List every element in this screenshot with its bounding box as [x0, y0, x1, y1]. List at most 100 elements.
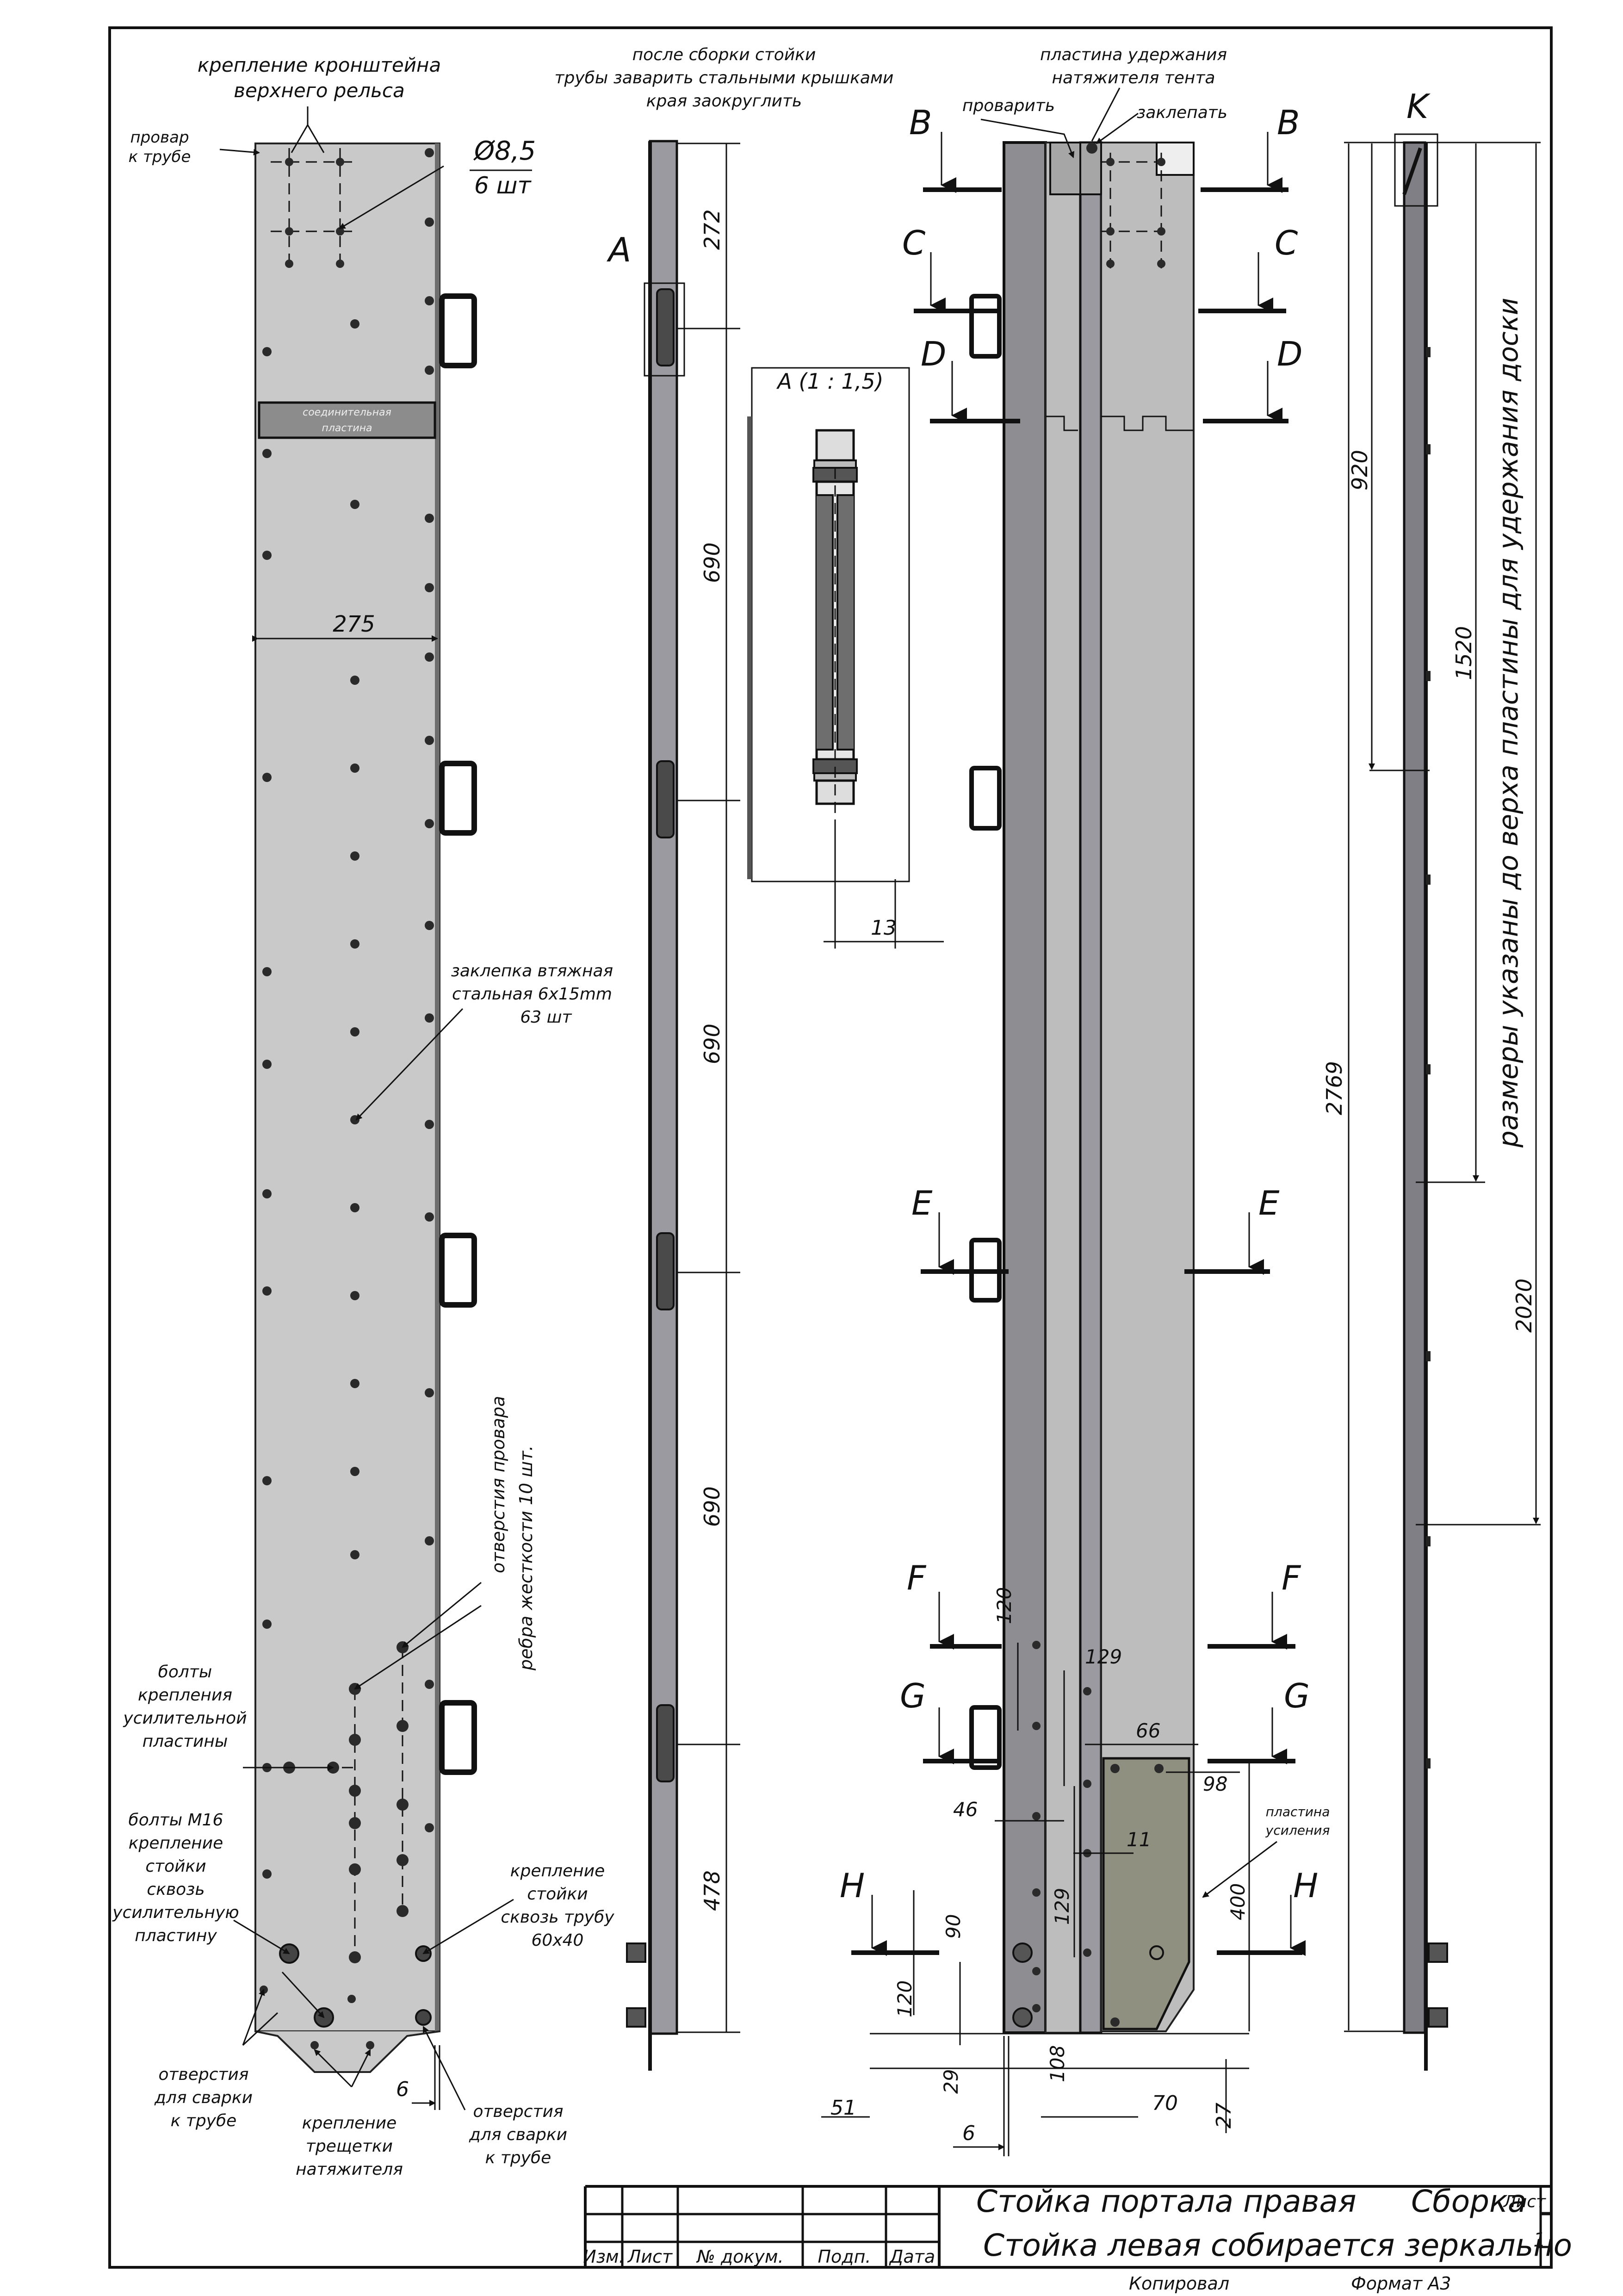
tent-plate-label: пластина удержания [1040, 45, 1227, 64]
svg-text:пластины: пластины [142, 1732, 228, 1751]
weld-to-tube-label: провар [130, 128, 189, 147]
tent-plate-label-2: натяжителя тента [1052, 68, 1215, 87]
ratchet-label: крепление трещетки натяжителя [296, 2114, 403, 2179]
svg-text:29: 29 [940, 2069, 962, 2094]
dim-690-c: 690 [700, 1486, 725, 1527]
svg-text:6: 6 [962, 2122, 975, 2145]
dim-2769: 2769 [1322, 1061, 1347, 1115]
dim-2020: 2020 [1511, 1278, 1536, 1333]
bolts-m16-label: болты М16 крепление стойки сквозь усилит… [112, 1811, 239, 1945]
rivet-label-3: 63 шт [520, 1008, 572, 1027]
rivet-label: заклепка втяжная [451, 962, 613, 980]
dim-1520: 1520 [1451, 626, 1476, 680]
svg-text:сквозь трубу: сквозь трубу [501, 1908, 614, 1927]
svg-text:129: 129 [1051, 1888, 1073, 1925]
svg-text:крепление: крепление [129, 1834, 223, 1853]
main-view: B B C C D D E E F F G G H H пластина уде… [821, 45, 1330, 2156]
svg-text:болты: болты [158, 1663, 212, 1682]
weld-holes-right-label: отверстия для сварки к трубе [469, 2102, 567, 2167]
svg-text:стойки: стойки [527, 1885, 588, 1904]
dim-920: 920 [1347, 450, 1372, 490]
svg-text:трещетки: трещетки [306, 2137, 393, 2156]
joint-plate-label-2: пластина [322, 422, 372, 434]
reinf-plate-label: пластина [1266, 1804, 1330, 1819]
title-line-1: Стойка портала правая [976, 2184, 1357, 2219]
svg-text:отверстия: отверстия [473, 2102, 563, 2121]
copied-label: Копировал [1129, 2273, 1229, 2294]
view-A-label: A [607, 230, 631, 269]
svg-text:болты М16: болты М16 [129, 1811, 223, 1830]
dim-6-left: 6 [396, 2078, 409, 2101]
weld-label: проварить [962, 96, 1055, 115]
svg-text:51: 51 [830, 2096, 856, 2120]
section-B-right: B [1277, 103, 1300, 142]
rivet-column-left [262, 347, 272, 1879]
svg-text:сквозь: сквозь [147, 1880, 204, 1899]
format-label: Формат А3 [1351, 2273, 1451, 2294]
svg-text:129: 129 [1085, 1645, 1122, 1668]
section-cuts-left [851, 132, 1020, 1956]
svg-text:400: 400 [1227, 1883, 1249, 1920]
after-assembly-label-2: трубы заварить стальными крышками [555, 68, 894, 87]
joint-plate [258, 401, 436, 439]
vertical-note: размеры указаны до верха пластины для уд… [1493, 298, 1524, 1148]
hole-count: 6 шт [474, 172, 532, 199]
dim-275: 275 [333, 611, 375, 637]
col-list: Лист [627, 2246, 673, 2267]
dim-690-a: 690 [700, 542, 725, 583]
svg-text:27: 27 [1212, 2103, 1236, 2128]
dim-478: 478 [700, 1870, 725, 1911]
side-view: 272 690 690 690 478 A после сборки стойк… [555, 45, 894, 2071]
svg-text:46: 46 [953, 1798, 978, 1821]
front-view: соединительная пластина [112, 54, 614, 2179]
hole-diameter: Ø8,5 [473, 136, 536, 166]
col-sign: Подп. [818, 2246, 871, 2267]
post-through-tube-label: крепление стойки сквозь трубу 60х40 [501, 1862, 614, 1950]
section-B-left: B [909, 103, 932, 142]
detail-A: A (1 : 1,5) 13 [747, 367, 944, 949]
svg-text:крепление: крепление [302, 2114, 397, 2133]
title-line-2: Стойка левая собирается зеркально [983, 2228, 1572, 2263]
dim-690-b: 690 [700, 1024, 725, 1064]
svg-text:натяжителя: натяжителя [296, 2160, 403, 2179]
reinforcement-plate [1102, 1757, 1190, 2030]
col-date: Дата [889, 2246, 935, 2267]
section-E-left: E [911, 1184, 933, 1222]
bolts-reinf-label: болты крепления усилительной пластины [123, 1663, 247, 1751]
side-brackets [626, 288, 675, 2028]
edge-view: K 920 1520 2769 2020 размеры указаны до … [1322, 87, 1541, 2071]
svg-text:отверстия: отверстия [158, 2065, 248, 2084]
section-cuts-right [1184, 132, 1306, 1956]
svg-text:крепления: крепления [138, 1686, 232, 1705]
svg-text:98: 98 [1203, 1773, 1227, 1795]
svg-text:120: 120 [893, 1980, 916, 2017]
section-C-left: C [902, 223, 926, 262]
stiffener-holes-label-2: ребра жесткости 10 шт. [516, 1446, 536, 1671]
bracket-mount-label-2: верхнего рельса [234, 79, 404, 102]
section-E-right: E [1258, 1184, 1280, 1222]
section-H-right: H [1293, 1866, 1318, 1905]
weld-holes-left-label: отверстия для сварки к трубе [154, 2065, 253, 2130]
rivet-label-2: стальная 6х15mm [452, 985, 612, 1004]
svg-text:усилительную: усилительную [112, 1903, 239, 1922]
rivet-column-middle [350, 319, 359, 1559]
detail-A-title: A (1 : 1,5) [776, 369, 883, 394]
svg-text:11: 11 [1127, 1828, 1151, 1851]
section-G-right: G [1284, 1676, 1310, 1715]
section-H-left: H [840, 1866, 865, 1905]
sheet-frame [108, 26, 1553, 2269]
after-assembly-label-3: края заокруглить [646, 92, 802, 111]
reinf-plate-label-2: усиления [1265, 1823, 1330, 1838]
after-assembly-label: после сборки стойки [632, 45, 816, 64]
view-K-label: K [1406, 87, 1431, 126]
svg-text:66: 66 [1136, 1719, 1160, 1742]
dim-13: 13 [871, 916, 897, 940]
section-D-left: D [921, 335, 946, 373]
col-doc: № докум. [696, 2246, 783, 2267]
col-izm: Изм. [583, 2246, 624, 2267]
weld-to-tube-label-2: к трубе [129, 148, 191, 166]
svg-text:60х40: 60х40 [532, 1931, 584, 1950]
svg-text:крепление: крепление [510, 1862, 605, 1880]
